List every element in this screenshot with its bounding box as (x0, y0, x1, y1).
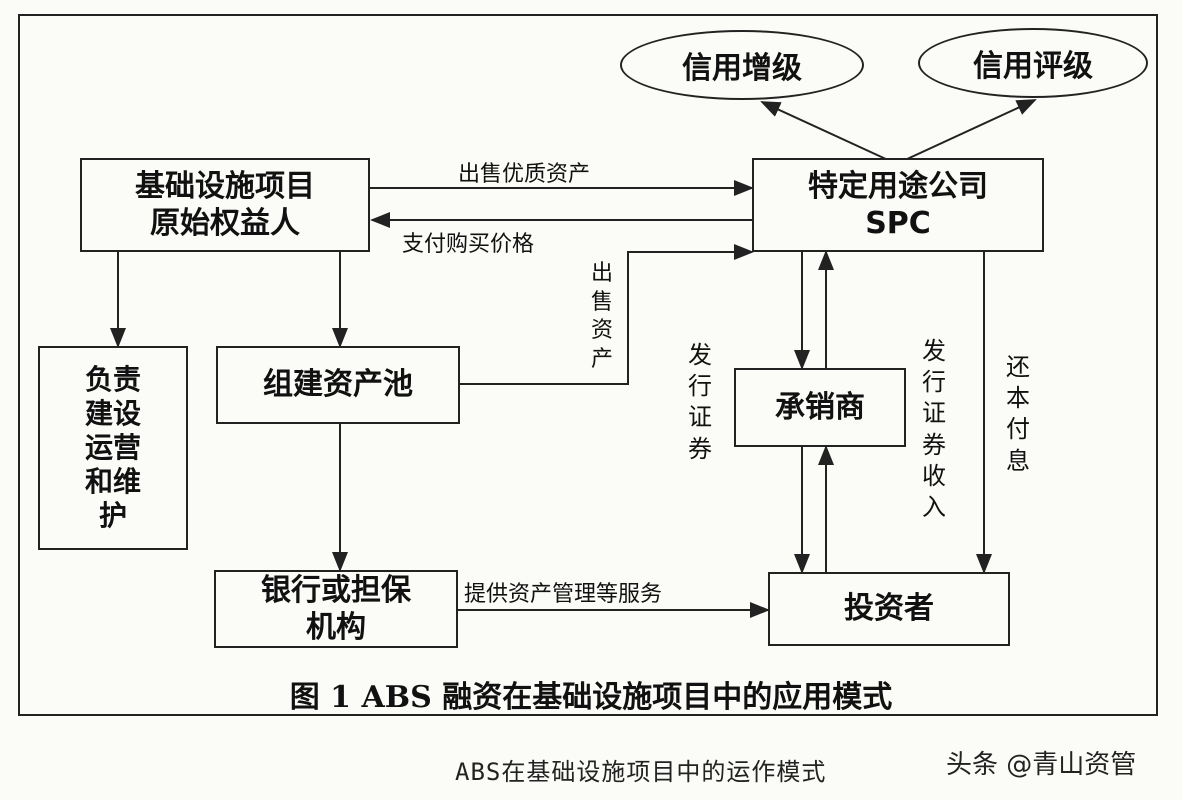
label-sell-quality-assets: 出售优质资产 (458, 162, 591, 187)
originator-node: 基础设施项目 原始权益人 (80, 158, 370, 252)
label-issue-securities: 发行证券 (688, 341, 712, 463)
operation-node: 负责 建设 运营 和维 护 (38, 346, 188, 550)
figure-caption: 图 1 ABS 融资在基础设施项目中的应用模式 (289, 680, 893, 715)
arrow-spc-to-credit-enhancement (760, 101, 889, 161)
arrow-asset-pool-to-spc (460, 244, 754, 385)
spc-node: 特定用途公司 SPC (752, 158, 1044, 252)
label-issue-proceeds: 发行证券收入 (922, 337, 946, 521)
label-sell-assets: 出售资产 (590, 261, 613, 372)
label-asset-services: 提供资产管理等服务 (464, 582, 663, 607)
asset-pool-node: 组建资产池 (216, 346, 460, 424)
diagram-frame (18, 14, 1158, 716)
bank-node: 银行或担保 机构 (214, 570, 458, 648)
label-pay-purchase-price: 支付购买价格 (402, 232, 535, 257)
figure-subcaption: ABS在基础设施项目中的运作模式 (455, 758, 827, 786)
arrow-spc-to-credit-rating (904, 99, 1037, 161)
label-repay-interest: 还本付息 (1006, 353, 1030, 475)
underwriter-node: 承销商 (734, 368, 906, 447)
credit-rating-node: 信用评级 (918, 28, 1148, 98)
credit-enhancement-node: 信用增级 (620, 30, 864, 100)
watermark: 头条 @青山资管 (946, 750, 1137, 780)
investor-node: 投资者 (768, 572, 1010, 646)
